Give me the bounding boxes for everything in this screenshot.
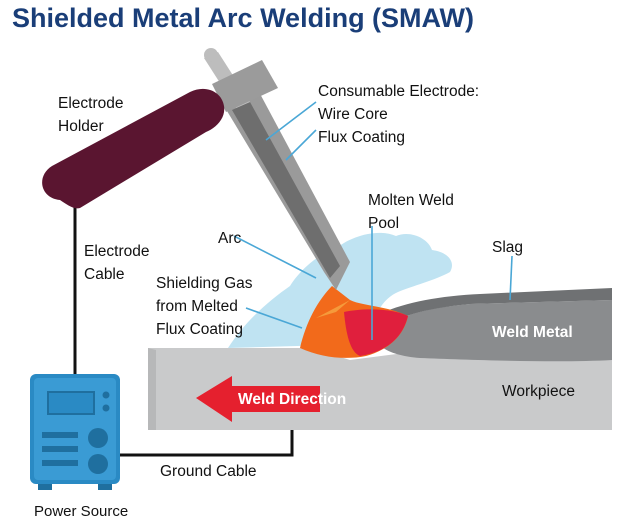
label-molten-2: Pool — [368, 215, 399, 232]
label-electrode-holder-2: Holder — [58, 118, 104, 135]
label-ground-cable: Ground Cable — [160, 463, 257, 480]
electrode-holder-clamp — [212, 60, 278, 112]
label-consumable-2: Wire Core — [318, 106, 388, 123]
label-shield-2: from Melted — [156, 298, 238, 315]
weld-metal-bead — [372, 300, 612, 362]
callout-lines — [233, 101, 513, 340]
weld-direction-label: Weld Direction — [238, 391, 346, 408]
label-consumable-3: Flux Coating — [318, 129, 405, 146]
label-molten-1: Molten Weld — [368, 192, 454, 209]
shielding-gas-cloud — [228, 232, 452, 348]
weld-direction-arrow-icon — [196, 376, 320, 422]
diagram-title: Shielded Metal Arc Welding (SMAW) — [12, 3, 474, 33]
label-shield-1: Shielding Gas — [156, 275, 253, 292]
molten-weld-pool — [300, 286, 408, 358]
power-source-icon — [30, 374, 120, 490]
label-workpiece: Workpiece — [502, 383, 575, 400]
label-weld-metal: Weld Metal — [492, 324, 573, 341]
label-shield-3: Flux Coating — [156, 321, 243, 338]
label-consumable-1: Consumable Electrode: — [318, 83, 479, 100]
label-arc: Arc — [218, 230, 242, 247]
label-slag: Slag — [492, 239, 523, 256]
slag-layer — [378, 288, 612, 330]
label-electrode-cable-1: Electrode — [84, 243, 149, 260]
label-electrode-cable-2: Cable — [84, 266, 125, 283]
label-power-source: Power Source — [34, 503, 128, 520]
electrode-holder — [42, 88, 225, 209]
label-electrode-holder-1: Electrode — [58, 95, 123, 112]
ground-cable — [120, 427, 294, 457]
